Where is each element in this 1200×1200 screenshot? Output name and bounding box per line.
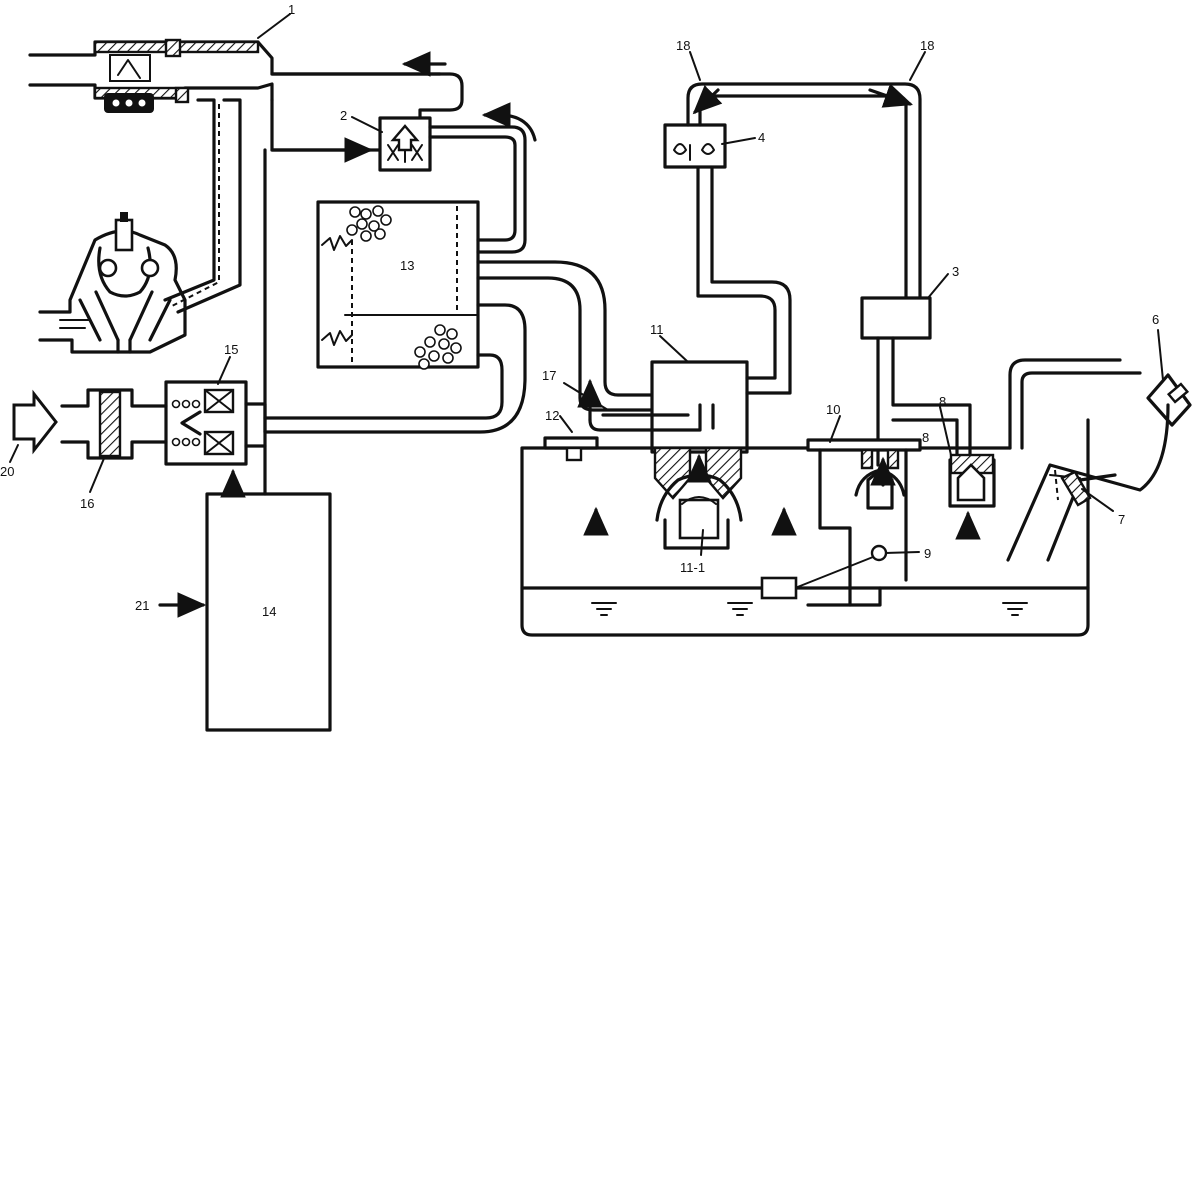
label-13: 13 (400, 258, 414, 273)
charcoal-beads-bottom (414, 324, 462, 370)
label-15: 15 (224, 342, 238, 357)
leader-lines (9, 13, 1164, 556)
label-20: 20 (0, 464, 14, 479)
label-3: 3 (952, 264, 959, 279)
purge-valve (378, 51, 537, 172)
label-21: 21 (135, 598, 149, 613)
label-18b: 18 (920, 38, 934, 53)
label-17: 17 (542, 368, 556, 383)
label-18a: 18 (676, 38, 690, 53)
fuel-tank (520, 358, 1192, 637)
fuel-vapor-valve (860, 296, 972, 467)
label-14: 14 (262, 604, 276, 619)
label-4: 4 (758, 130, 765, 145)
canister-vent-valve (164, 380, 267, 466)
label-9: 9 (924, 546, 931, 561)
label-16: 16 (80, 496, 94, 511)
two-way-valve (663, 82, 922, 300)
component-labels: 1 2 18 18 4 3 6 13 11 15 17 12 10 8 8 7 … (0, 2, 1159, 619)
label-10: 10 (826, 402, 840, 417)
liquid-vapor-separator (577, 166, 792, 454)
control-module (158, 137, 374, 732)
charcoal-beads-top (346, 205, 392, 242)
air-filter (12, 388, 168, 460)
label-6: 6 (1152, 312, 1159, 327)
label-8b: 8 (922, 430, 929, 445)
label-8a: 8 (939, 394, 946, 409)
label-11: 11 (650, 322, 664, 337)
engine-cylinder-head (38, 212, 187, 354)
label-7: 7 (1118, 512, 1125, 527)
intake-manifold (28, 38, 464, 314)
label-2: 2 (340, 108, 347, 123)
label-1: 1 (288, 2, 295, 17)
charcoal-canister (263, 125, 657, 434)
label-12: 12 (545, 408, 559, 423)
label-11-1: 11-1 (680, 560, 705, 575)
